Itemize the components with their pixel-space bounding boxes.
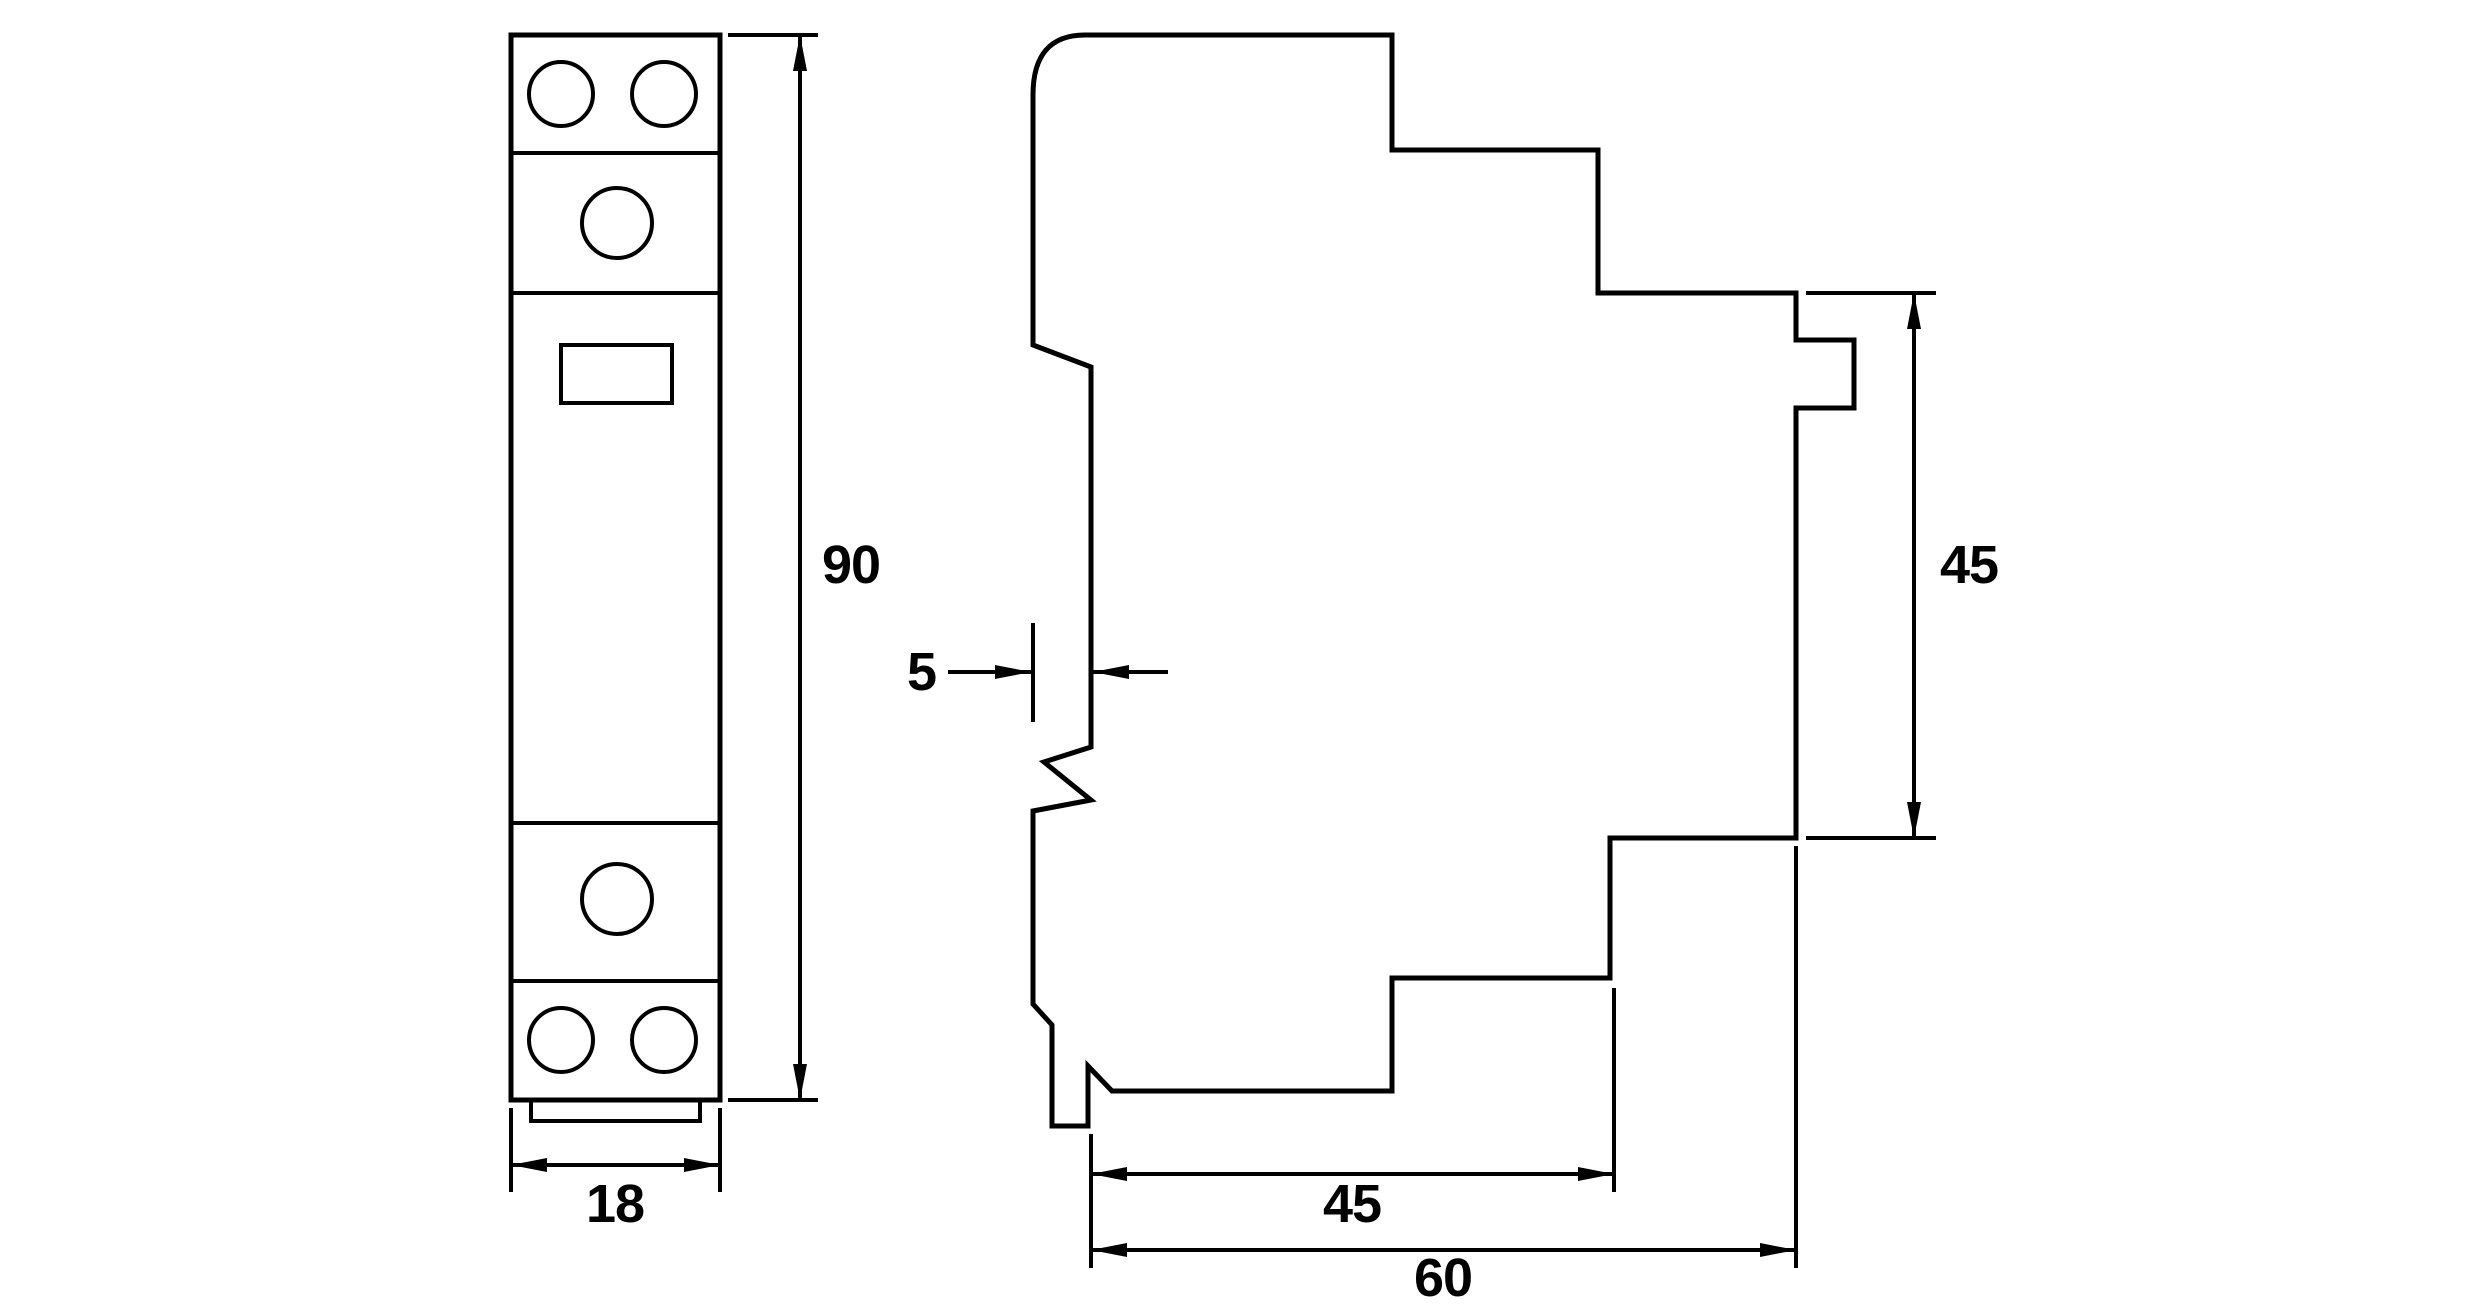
dim-width-18: 18 bbox=[509, 1108, 722, 1234]
screw-terminal-top-left bbox=[527, 60, 595, 128]
screw-terminal-bottom-right bbox=[630, 1006, 698, 1074]
dim-label-height: 90 bbox=[822, 535, 880, 595]
dim-label-clip-depth: 5 bbox=[907, 642, 936, 702]
dim-total-depth-60: 60 bbox=[1091, 846, 1798, 1304]
mounting-foot bbox=[529, 1098, 702, 1123]
dim-label-rear-height: 45 bbox=[1940, 535, 1998, 595]
dim-label-width: 18 bbox=[586, 1174, 644, 1234]
dim-rear-height-45: 45 bbox=[1806, 291, 1999, 840]
indicator-bottom bbox=[580, 862, 654, 936]
side-view bbox=[1030, 32, 1857, 1129]
module-front-outline bbox=[508, 32, 723, 1103]
section-dividers bbox=[511, 151, 720, 983]
label-window bbox=[559, 343, 674, 405]
dim-height-90: 90 bbox=[728, 33, 881, 1102]
indicator-top bbox=[580, 186, 654, 260]
dim-base-depth-45: 45 bbox=[1089, 988, 1616, 1268]
screw-terminal-top-right bbox=[630, 60, 698, 128]
dim-label-base-depth: 45 bbox=[1323, 1174, 1381, 1234]
screw-terminal-bottom-left bbox=[527, 1006, 595, 1074]
front-view bbox=[508, 32, 723, 1123]
module-side-outline bbox=[1030, 32, 1857, 1129]
dim-clip-depth-5: 5 bbox=[907, 623, 1168, 722]
dim-label-total-depth: 60 bbox=[1414, 1248, 1472, 1304]
